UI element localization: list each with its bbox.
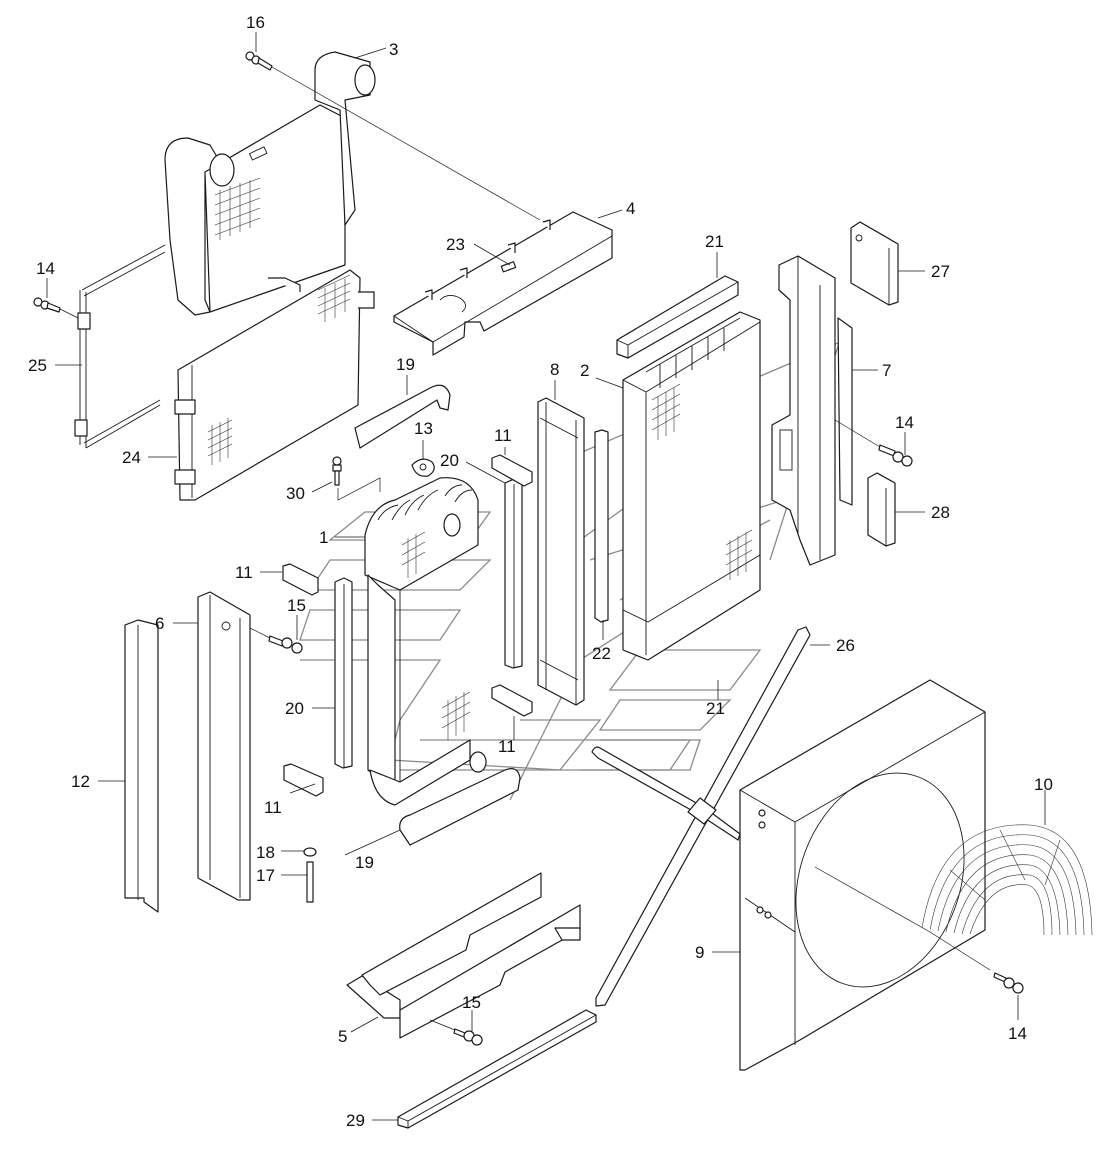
part-clip-11-lower-right: [491, 684, 533, 717]
part-clip-11-lower-left: [283, 763, 324, 797]
callout-11-upper-right: 11: [494, 426, 512, 445]
callout-2: 2: [580, 361, 589, 380]
callout-11-left: 11: [235, 563, 253, 582]
callout-19-lower: 19: [355, 853, 374, 872]
callout-labels: 16 3 4 23 21 27 14 25 24 19 8 2 7 14 13 …: [28, 13, 1053, 1130]
callout-21-lower: 21: [706, 699, 725, 718]
callout-26: 26: [836, 636, 855, 655]
part-block: [867, 472, 896, 547]
callout-21-upper: 21: [705, 232, 724, 251]
callout-23: 23: [446, 235, 465, 254]
part-side-seal: [124, 619, 159, 913]
part-condenser: [174, 269, 375, 501]
callout-28: 28: [931, 503, 950, 522]
part-fan-shroud: [739, 679, 991, 1071]
callout-14-right: 14: [895, 413, 914, 432]
callout-22: 22: [592, 644, 611, 663]
callout-24: 24: [122, 448, 141, 467]
part-bolt-14-left: [33, 297, 79, 319]
callout-11-lower-right: 11: [498, 737, 516, 756]
callout-16: 16: [246, 13, 265, 32]
callout-30: 30: [286, 484, 305, 503]
part-gasket: [411, 458, 435, 477]
part-charge-air-cooler: [164, 51, 376, 316]
callout-15-mid: 15: [287, 596, 306, 615]
part-radiator: [364, 477, 487, 806]
callout-19-upper: 19: [396, 355, 415, 374]
part-bolt-15-mid: [249, 627, 303, 654]
callout-20-upper: 20: [440, 451, 459, 470]
callout-3: 3: [389, 40, 398, 59]
part-bolt-14-shroud: [993, 972, 1024, 994]
callout-29: 29: [346, 1111, 365, 1130]
part-side-frame: [537, 397, 585, 706]
part-bolt-15-base: [429, 1019, 483, 1046]
callout-4: 4: [626, 199, 635, 218]
part-seal-strip-22: [594, 429, 609, 623]
part-right-bracket: [771, 255, 853, 566]
part-drain-pipe: [306, 861, 314, 903]
callout-15-base: 15: [462, 993, 481, 1012]
part-hose-lower: [399, 768, 521, 846]
leader-lines: [46, 32, 1046, 1121]
part-base-mount: [346, 872, 581, 1039]
callout-10: 10: [1034, 775, 1053, 794]
part-seal-20-lower: [334, 577, 353, 769]
part-stay-rod: [591, 626, 811, 1007]
part-bottom-strip: [397, 1009, 597, 1129]
callout-12: 12: [71, 772, 90, 791]
part-fan-guard: [921, 824, 1093, 936]
part-hose-upper: [354, 384, 451, 449]
part-left-bracket: [197, 591, 251, 901]
part-cap: [303, 847, 317, 857]
callout-17: 17: [256, 866, 275, 885]
part-radiator-core: [622, 311, 761, 661]
callout-9: 9: [695, 943, 704, 962]
part-clip-11-left: [282, 563, 319, 596]
callout-6: 6: [155, 614, 164, 633]
part-bolt-16: [245, 51, 541, 221]
part-bolt-30: [332, 456, 381, 501]
callout-8: 8: [550, 360, 559, 379]
callout-14-left: 14: [36, 259, 55, 278]
callout-25: 25: [28, 356, 47, 375]
callout-18: 18: [256, 843, 275, 862]
part-frame: [74, 244, 166, 449]
callout-13: 13: [414, 419, 433, 438]
callout-14-shroud: 14: [1008, 1024, 1027, 1043]
part-pad: [850, 221, 899, 306]
callout-27: 27: [931, 262, 950, 281]
part-bolt-14-right: [834, 419, 913, 467]
part-upper-bracket: [393, 211, 613, 356]
callout-11-lower-left: 11: [264, 798, 282, 817]
callout-5: 5: [338, 1027, 347, 1046]
part-clip-11-upper-right: [491, 454, 533, 487]
callout-7: 7: [882, 361, 891, 380]
part-seal-20-upper: [504, 478, 523, 669]
callout-1: 1: [319, 528, 328, 547]
part-seal-strip-upper: [616, 275, 739, 359]
callout-20-lower: 20: [285, 699, 304, 718]
